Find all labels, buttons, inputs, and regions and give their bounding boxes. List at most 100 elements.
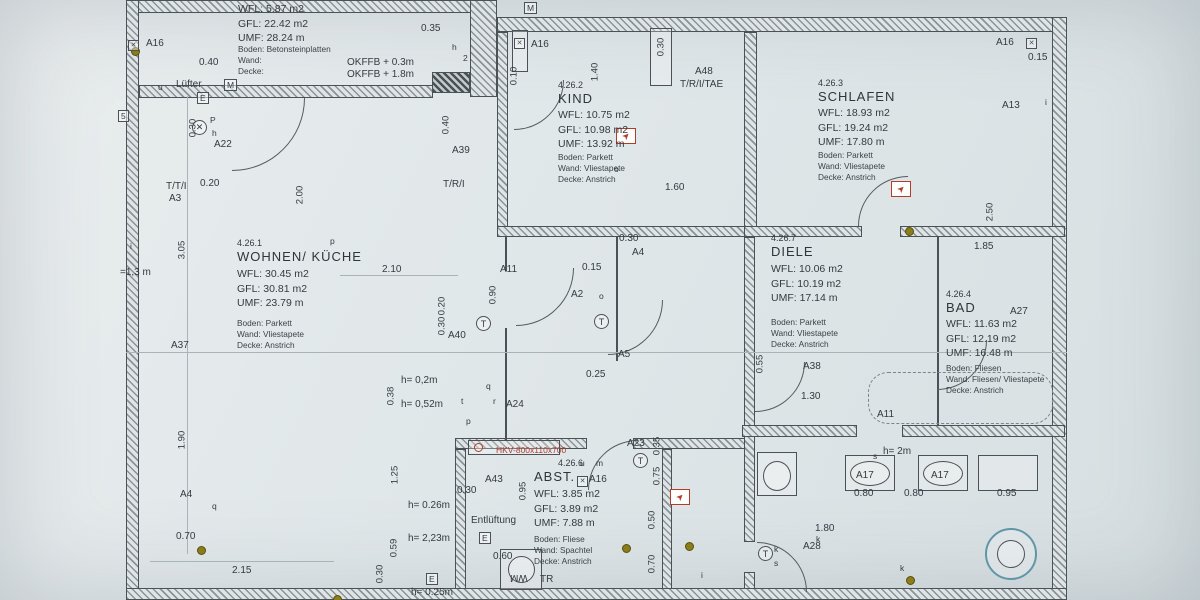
room-name: SCHLAFEN	[818, 89, 896, 104]
room-stat-line: WFL: 30.45 m2	[237, 268, 309, 280]
annotation-label: p	[330, 236, 335, 246]
annotation-label: m	[596, 458, 604, 468]
annotation-label: A27	[1010, 306, 1028, 317]
shaft	[512, 30, 528, 72]
room-stat-line: GFL: 10.98 m2	[558, 123, 629, 136]
partition-line	[126, 352, 1067, 353]
circle-symbol-icon: T	[758, 546, 773, 561]
annotation-label: 0.30	[619, 233, 639, 244]
annotation-label: 0.30	[655, 37, 667, 57]
annotation-label: 5	[118, 110, 129, 122]
annotation-label: 0.30	[187, 118, 199, 138]
annotation-label: A11	[877, 409, 895, 420]
marker-dot-icon	[906, 576, 915, 585]
annotation-label: 1.30	[801, 391, 821, 402]
room-stat-line: GFL: 30.81 m2	[237, 282, 308, 295]
annotation-label: Lüfter	[176, 79, 202, 90]
annotation-label: HKV-800x110x700	[496, 445, 567, 455]
wall-segment	[900, 226, 1065, 237]
annotation-label: A38	[803, 361, 821, 372]
wall-segment	[126, 0, 139, 600]
room-stat-line: GFL: 19.24 m2	[818, 121, 889, 134]
room-number: 4.26.7	[771, 233, 797, 243]
annotation-label: k	[816, 534, 821, 544]
annotation-label: i	[130, 241, 132, 251]
washbasin-right-bowl	[923, 461, 963, 486]
annotation-label: A48	[695, 66, 713, 77]
door-swing-arc	[686, 521, 828, 600]
annotation-label: 0.60	[493, 551, 513, 562]
annotation-label: p	[466, 416, 471, 426]
annotation-label: 0.80	[904, 488, 924, 499]
annotation-label: 0.25	[586, 369, 606, 380]
annotation-label: t	[461, 396, 464, 406]
room-finish-line: Decke: Anstrich	[534, 556, 592, 566]
partition-line	[937, 237, 939, 425]
annotation-label: h= 0.26m	[408, 500, 450, 511]
room-stat-line: GFL: 3.89 m2	[534, 502, 599, 515]
room-stat-line: UMF: 13.92 m	[558, 138, 625, 150]
annotation-label: A5	[618, 349, 631, 360]
annotation-label: 0.35	[421, 23, 441, 34]
room-number: 4.26.3	[818, 78, 844, 88]
annotation-label: 0.30	[374, 564, 386, 584]
annotation-label: A24	[506, 399, 524, 410]
partition-line	[505, 237, 507, 271]
annotation-label: A22	[214, 139, 232, 150]
annotation-label: q	[212, 501, 217, 511]
room-stat-line: GFL: 10.19 m2	[771, 277, 842, 290]
room-stat-line: GFL: 22.42 m2	[238, 17, 309, 30]
cross-box-icon: ✕	[514, 38, 525, 49]
annotation-label: u	[580, 458, 585, 468]
room-stat-line: WFL: 11.63 m2	[946, 318, 1017, 330]
wall-segment	[126, 0, 472, 13]
wall-segment	[126, 588, 1067, 600]
annotation-label: A2	[571, 289, 584, 300]
annotation-label: A39	[452, 145, 470, 156]
cross-box-icon: ✕	[1026, 38, 1037, 49]
room-number: 4.26.1	[237, 238, 263, 248]
room-finish-line: Wand: Spachtel	[534, 545, 593, 555]
annotation-label: OKFFB + 1.8m	[347, 69, 414, 80]
annotation-label: 0.70	[646, 554, 658, 574]
annotation-label: A11	[500, 264, 518, 275]
cross-box-icon: ✕	[577, 476, 588, 487]
room-name: WOHNEN/ KÜCHE	[237, 249, 362, 264]
annotation-label: A4	[632, 247, 645, 258]
room-stat-line: WFL: 10.06 m2	[771, 263, 843, 275]
annotation-label: T/R/I	[443, 179, 465, 190]
partition-line	[150, 561, 334, 562]
circle-symbol-icon: ✕	[192, 120, 207, 135]
annotation-label: 0.95	[997, 488, 1017, 499]
partition-line	[616, 237, 618, 361]
annotation-label: i	[701, 570, 703, 580]
room-finish-line: Boden: Fliesen	[946, 363, 1002, 373]
annotation-label: A23	[627, 438, 645, 449]
annotation-label: 0.80	[854, 488, 874, 499]
annotation-label: 0.40	[199, 57, 219, 68]
room-finish-line: Decke: Anstrich	[771, 339, 829, 349]
annotation-label: A3	[169, 193, 182, 204]
room-name: ABST.	[534, 469, 576, 484]
wall-segment	[742, 425, 857, 437]
annotation-label: 0.50	[646, 510, 658, 530]
wall-segment	[902, 425, 1065, 437]
annotation-label: h= 0,2m	[401, 375, 438, 386]
annotation-label: k	[774, 544, 779, 554]
annotation-label: 0.59	[388, 538, 400, 558]
annotation-label: A43	[485, 474, 503, 485]
annotation-label: q	[486, 381, 491, 391]
room-name: KIND	[558, 91, 594, 106]
annotation-label: WM	[510, 572, 528, 583]
annotation-label: i	[1045, 97, 1047, 107]
annotation-label: 0.75	[651, 466, 663, 486]
wall-segment	[633, 438, 745, 449]
room-name: BAD	[946, 300, 976, 315]
annotation-label: 0.15	[1028, 52, 1048, 63]
hkv-box	[468, 440, 560, 455]
wall-segment	[455, 449, 466, 600]
room-stat-line: UMF: 16.48 m	[946, 347, 1013, 359]
